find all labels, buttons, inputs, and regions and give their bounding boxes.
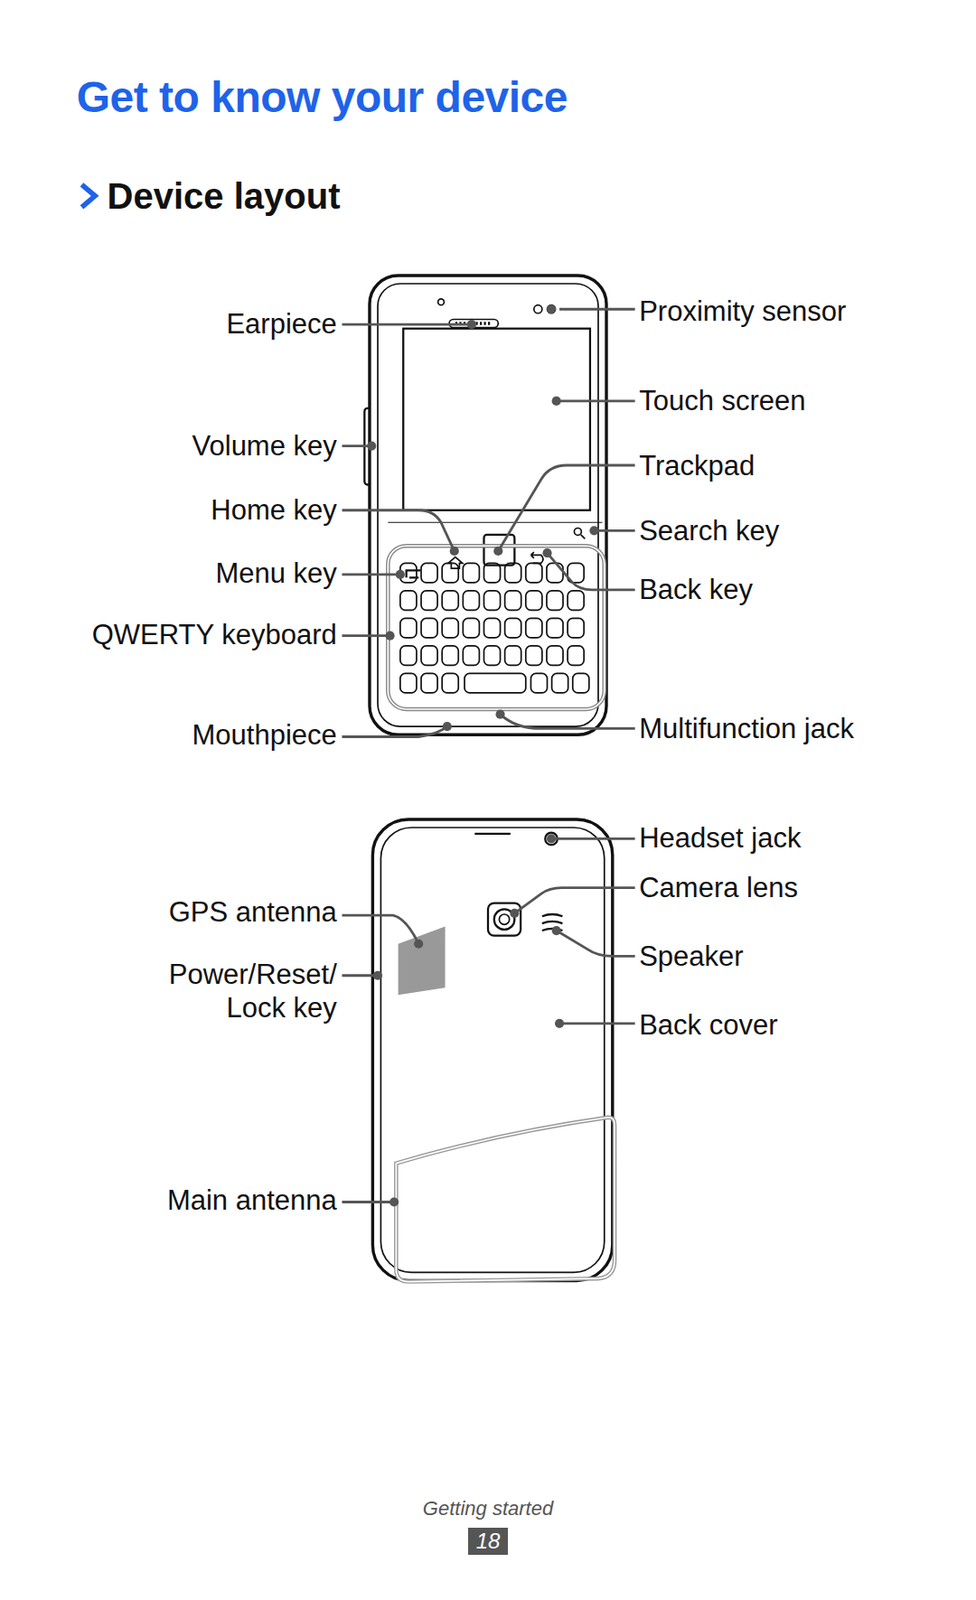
leader-lines — [341, 309, 635, 1202]
part-label: Earpiece — [225, 307, 337, 341]
part-label: Power/Reset/ Lock key — [151, 957, 338, 1025]
part-label: Speaker — [638, 939, 743, 974]
part-label: QWERTY keyboard — [92, 618, 338, 652]
part-label: Trackpad — [638, 449, 755, 483]
part-label: Touch screen — [638, 384, 806, 418]
part-label: Multifunction jack — [638, 712, 854, 746]
part-label: Headset jack — [638, 821, 801, 855]
part-label: Proximity sensor — [638, 294, 846, 329]
part-label: Camera lens — [638, 871, 798, 905]
part-label: Volume key — [192, 429, 338, 463]
footer-text: Getting started — [422, 1497, 554, 1521]
leader-dots — [366, 304, 599, 1207]
page-title: Get to know your device — [76, 71, 568, 124]
part-label: Search key — [638, 514, 779, 548]
part-label: Mouthpiece — [192, 718, 338, 752]
part-label: Menu key — [215, 556, 337, 591]
part-label: Main antenna — [167, 1183, 338, 1218]
section-heading: Device layout — [107, 174, 341, 218]
part-label: Home key — [210, 493, 338, 527]
part-label: Back key — [638, 572, 753, 607]
part-label: Back cover — [638, 1008, 778, 1042]
heading-chevron — [81, 184, 95, 207]
phone-front — [364, 275, 607, 735]
page-number: 18 — [468, 1528, 509, 1556]
part-label: GPS antenna — [168, 895, 338, 930]
